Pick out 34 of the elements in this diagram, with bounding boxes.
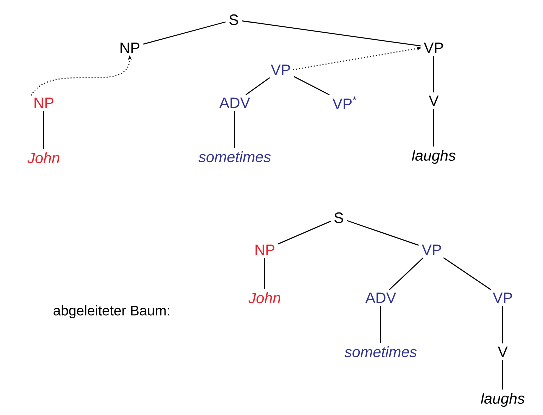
tree-node-label: NP xyxy=(120,42,140,54)
tree-branch xyxy=(246,77,270,96)
tree-branch xyxy=(294,76,330,96)
word-label: sometimes xyxy=(344,346,417,358)
word-label: John xyxy=(28,152,60,164)
tree-branch xyxy=(278,221,332,245)
tree-branch xyxy=(502,360,504,390)
tree-branch xyxy=(242,20,422,47)
tree-branch xyxy=(143,22,226,45)
word-label: sometimes xyxy=(198,152,271,162)
tree-branch xyxy=(502,306,504,344)
tree-node-label: NP xyxy=(256,244,275,256)
tree-node-label: VP xyxy=(493,292,512,304)
tree-branch xyxy=(234,110,236,149)
tree-node-label: VP$^{*}$ xyxy=(332,96,357,110)
tree-branch xyxy=(443,257,492,291)
caption-label: abgeleiteter Baum: xyxy=(54,305,170,319)
tree-node-label: VP xyxy=(422,244,442,256)
word-label: laughs xyxy=(481,393,525,407)
tree-node-label: VP xyxy=(271,64,290,76)
tree-node-label: V xyxy=(429,96,439,106)
tree-branch xyxy=(380,306,382,344)
tree-node-label: ADV xyxy=(366,292,396,304)
word-label: John xyxy=(248,292,281,304)
word-label: laughs xyxy=(412,150,456,164)
tree-branch xyxy=(389,258,424,290)
tree-node-label: V xyxy=(498,346,508,358)
tree-node-label: VP xyxy=(424,42,444,54)
tree-node-label: NP xyxy=(34,98,54,108)
tree-node-label: ADV xyxy=(220,98,250,108)
tree-node-label: S xyxy=(334,212,344,224)
tree-branch xyxy=(264,258,266,290)
tree-node-label: S xyxy=(230,14,238,26)
tree-branch xyxy=(346,220,420,246)
